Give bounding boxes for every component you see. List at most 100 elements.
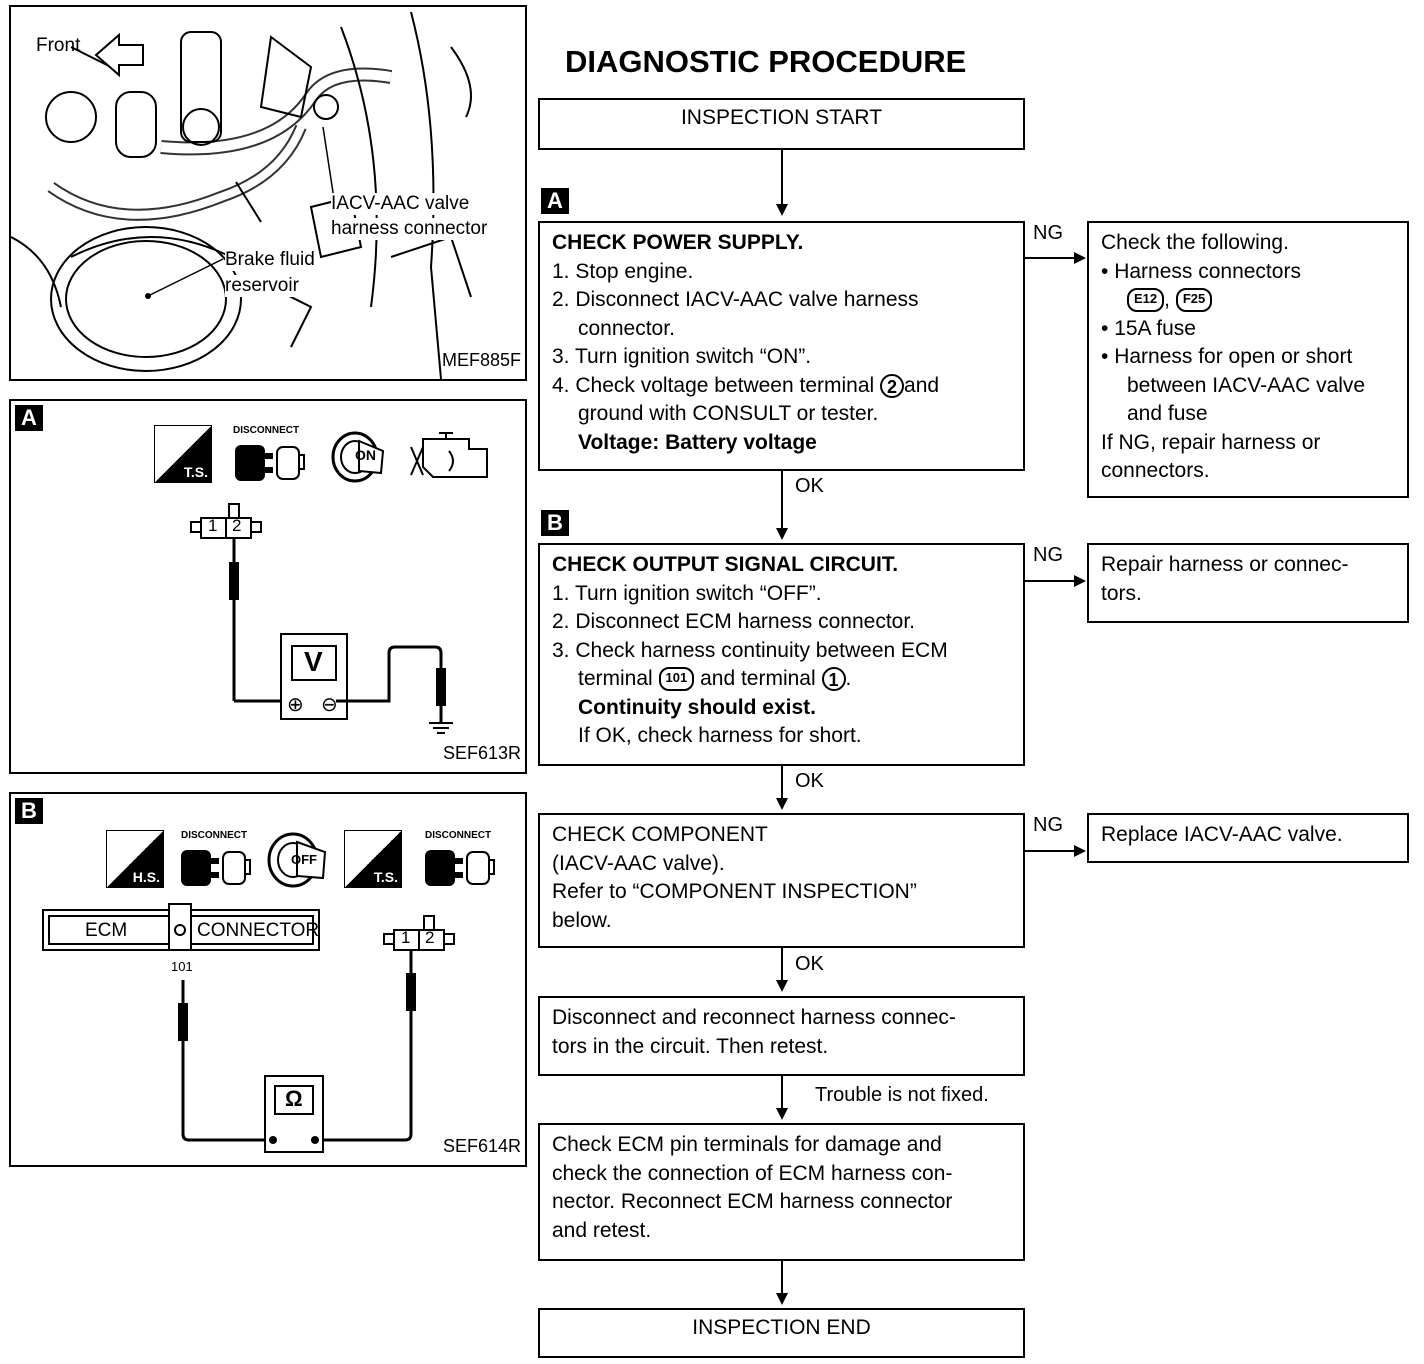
reconnect-harness-box: Disconnect and reconnect harness connec-…: [538, 996, 1025, 1076]
ng-a-bullet-3c: and fuse: [1127, 402, 1208, 425]
engine-off-icon: [409, 427, 495, 487]
check-output-signal-box: CHECK OUTPUT SIGNAL CIRCUIT. 1. Turn ign…: [538, 543, 1025, 766]
step-a-line-2: 2. Disconnect IACV-AAC valve harness: [552, 288, 919, 311]
step-e-line-1: Check ECM pin terminals for damage and: [552, 1133, 942, 1156]
figure-b-code: SEF614R: [442, 1136, 521, 1156]
ng-a-repair-2: connectors.: [1101, 459, 1210, 482]
ng-c-line: Replace IACV-AAC valve.: [1101, 823, 1343, 846]
step-d-line-2: tors in the circuit. Then retest.: [552, 1034, 829, 1058]
step-a-line-4c: ground with CONSULT or tester.: [578, 402, 879, 425]
step-b-line-1: 1. Turn ignition switch “OFF”.: [552, 581, 822, 605]
connector-label-line2: harness connector: [331, 218, 488, 240]
ng-b-line-2: tors.: [1101, 581, 1142, 605]
engine-bay-figure: Front IACV-AAC valve harness connector B…: [9, 5, 527, 381]
ignition-key-off-icon: OFF: [265, 830, 331, 890]
connector-label-line1: IACV-AAC valve: [331, 193, 470, 215]
step-a-line-1: 1. Stop engine.: [552, 259, 694, 283]
continuity-check-diagram: [42, 903, 455, 1153]
hs-icon: H.S.: [106, 830, 164, 888]
figure-code: MEF885F: [441, 350, 521, 370]
ng-a-bullet-1: • Harness connectors: [1101, 259, 1301, 283]
step-a-line-2b: connector.: [578, 316, 675, 340]
ng-a-bullet-3b: between IACV-AAC valve: [1127, 373, 1366, 397]
figure-a-code: SEF613R: [442, 743, 521, 763]
terminal-2-label: 2: [425, 928, 435, 947]
ng-a-bullet-3: • Harness for open or short: [1101, 345, 1353, 368]
disconnect-icon-2: [423, 846, 495, 890]
terminal-101-symbol: 101: [658, 667, 695, 692]
ng-a-bullet-2: • 15A fuse: [1101, 316, 1196, 340]
step-e-line-3: nector. Reconnect ECM harness connector: [552, 1190, 953, 1213]
ok-label-a: OK: [795, 475, 824, 497]
engine-bay-drawing: [11, 11, 472, 379]
inspection-start-label: INSPECTION START: [680, 106, 883, 129]
check-ecm-pins-box: Check ECM pin terminals for damage and c…: [538, 1123, 1025, 1261]
terminal-2-symbol: 2: [880, 373, 905, 398]
step-b-line-3b: terminal 101 and terminal 1.: [578, 667, 852, 692]
ng-a-repair-1: If NG, repair harness or: [1101, 430, 1321, 454]
step-c-line-3: Refer to “COMPONENT INSPECTION”: [552, 880, 917, 903]
step-b-line-2: 2. Disconnect ECM harness connector.: [552, 610, 916, 633]
ok-label-b: OK: [795, 770, 824, 792]
check-following-box: Check the following. • Harness connector…: [1087, 221, 1409, 498]
voltmeter-plus: ⊕: [287, 694, 304, 716]
step-c-line-4: below.: [552, 908, 612, 932]
step-b-result: Continuity should exist.: [578, 695, 817, 719]
terminal-1-label: 1: [401, 928, 411, 947]
ecm-label: ECM: [85, 920, 128, 941]
connector-e12-symbol: E12: [1127, 288, 1165, 313]
ts-icon: T.S.: [154, 425, 212, 483]
step-b-tag: B: [541, 510, 569, 536]
connector-f25-symbol: F25: [1175, 288, 1213, 313]
step-e-line-4: and retest.: [552, 1218, 652, 1242]
step-c-line-2: (IACV-AAC valve).: [552, 851, 725, 875]
connector-label: CONNECTOR: [197, 920, 320, 941]
inspection-start-box: INSPECTION START: [538, 98, 1025, 150]
step-b-line-4: If OK, check harness for short.: [578, 724, 862, 747]
disconnect-label: DISCONNECT: [233, 425, 300, 436]
step-a-title: CHECK POWER SUPPLY.: [552, 231, 804, 254]
check-component-box: CHECK COMPONENT (IACV-AAC valve). Refer …: [538, 813, 1025, 948]
step-a-tag: A: [541, 188, 569, 214]
terminal-1-label: 1: [208, 516, 218, 535]
disconnect-label-2: DISCONNECT: [425, 830, 492, 841]
step-a-result: Voltage: Battery voltage: [578, 430, 817, 454]
disconnect-icon-1: [179, 846, 251, 890]
reservoir-label-line2: reservoir: [225, 275, 299, 297]
ignition-key-on-icon: ON: [329, 427, 389, 485]
front-label: Front: [36, 35, 81, 56]
check-power-supply-box: CHECK POWER SUPPLY. 1. Stop engine. 2. D…: [538, 221, 1025, 471]
repair-harness-box: Repair harness or connec- tors.: [1087, 543, 1409, 623]
step-d-line-1: Disconnect and reconnect harness connec-: [552, 1006, 956, 1029]
inspection-end-box: INSPECTION END: [538, 1308, 1025, 1358]
figure-b-panel: B H.S. DISCONNECT OFF T.S. DISCONNECT: [9, 792, 527, 1167]
ok-label-c: OK: [795, 953, 824, 975]
not-fixed-label: Trouble is not fixed.: [815, 1084, 989, 1106]
inspection-end-label: INSPECTION END: [692, 1316, 871, 1339]
terminal-1-symbol: 1: [821, 667, 846, 692]
step-b-line-3: 3. Check harness continuity between ECM: [552, 638, 948, 662]
step-e-line-2: check the connection of ECM harness con-: [552, 1161, 953, 1185]
figure-a-panel: A T.S. DISCONNECT ON 1 2: [9, 399, 527, 774]
reservoir-label-line1: Brake fluid: [225, 249, 315, 271]
replace-valve-box: Replace IACV-AAC valve.: [1087, 813, 1409, 863]
disconnect-icon: [233, 441, 305, 485]
disconnect-label-1: DISCONNECT: [181, 830, 248, 841]
ng-a-connectors: E12, F25: [1101, 286, 1395, 315]
figure-b-tag: B: [15, 798, 43, 824]
voltage-check-diagram: [190, 503, 453, 734]
figure-a-tag: A: [15, 405, 43, 431]
ng-label-a: NG: [1033, 222, 1063, 244]
ng-b-line-1: Repair harness or connec-: [1101, 553, 1349, 576]
ng-label-b: NG: [1033, 544, 1063, 566]
ng-label-c: NG: [1033, 814, 1063, 836]
page-title: DIAGNOSTIC PROCEDURE: [565, 44, 967, 79]
ts-icon: T.S.: [344, 830, 402, 888]
voltmeter-label: V: [304, 646, 323, 677]
ng-a-title: Check the following.: [1101, 231, 1289, 254]
step-a-line-3: 3. Turn ignition switch “ON”.: [552, 345, 812, 368]
ohmmeter-label: Ω: [285, 1086, 303, 1111]
terminal-2-label: 2: [232, 516, 242, 535]
